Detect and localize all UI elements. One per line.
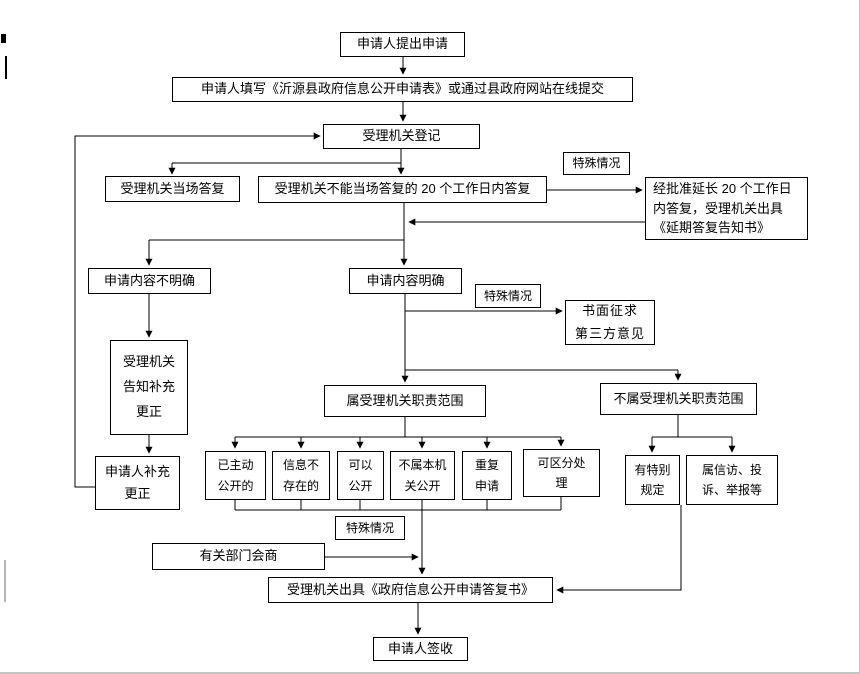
label-special-case-thirdparty: 特殊情况	[475, 284, 541, 308]
node-onspot-reply: 受理机关当场答复	[105, 176, 240, 202]
node-divisible-handling: 可区分处 理	[523, 449, 600, 497]
node-within-agency-scope: 属受理机关职责范围	[324, 385, 486, 417]
label-special-case-consultation: 特殊情况	[335, 516, 405, 540]
node-applicant-sign: 申请人签收	[373, 637, 468, 661]
margin-artifact-bottom-bar	[4, 560, 6, 602]
node-applicant-supplement-correction: 申请人补充 更正	[95, 456, 180, 510]
node-issue-reply-document: 受理机关出具《政府信息公开申请答复书》	[268, 577, 553, 603]
node-notify-supplement-correction: 受理机关 告知补充 更正	[110, 340, 188, 435]
node-can-disclose: 可以 公开	[337, 451, 384, 500]
node-outside-agency-scope: 不属受理机关职责范围	[600, 383, 757, 415]
node-register: 受理机关登记	[323, 124, 480, 149]
node-repeat-application: 重复 申请	[462, 451, 512, 500]
node-already-public: 已主动 公开的	[205, 451, 266, 500]
label-special-case-extension: 特殊情况	[563, 152, 630, 175]
node-info-nonexistent: 信息不 存在的	[272, 451, 330, 500]
node-written-third-party-opinion: 书面征求 第三方意见	[565, 300, 655, 345]
margin-artifact-top-dot	[1, 34, 6, 43]
node-reply-within-20-days: 受理机关不能当场答复的 20 个工作日内答复	[258, 176, 547, 203]
node-special-provisions: 有特别 规定	[625, 455, 680, 505]
node-content-clear: 申请内容明确	[349, 268, 462, 294]
node-fill-application-form: 申请人填写《沂源县政府信息公开申请表》或通过县政府网站在线提交	[172, 77, 633, 102]
node-content-unclear: 申请内容不明确	[88, 268, 211, 294]
node-applicant-submit: 申请人提出申请	[340, 32, 465, 57]
node-petition-complaint-report: 属信访、投 诉、举报等	[686, 455, 778, 505]
node-department-consultation: 有关部门会商	[152, 543, 325, 570]
node-not-this-agency: 不属本机 关公开	[390, 451, 455, 500]
margin-artifact-cursor-bar	[5, 56, 7, 79]
node-approved-extension: 经批准延长 20 个工作日 内答复，受理机关出具 《延期答复告知书》	[645, 177, 808, 240]
